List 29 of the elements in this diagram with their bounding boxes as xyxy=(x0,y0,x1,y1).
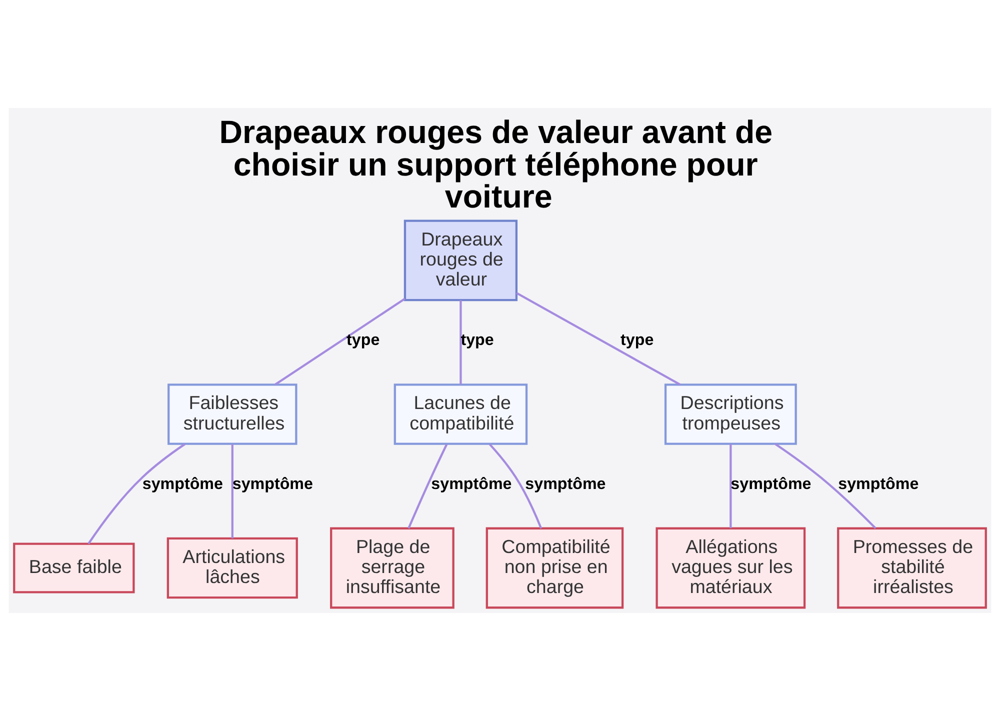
node-box: Base faible xyxy=(13,542,135,593)
connector xyxy=(774,442,876,528)
diagram-title: Drapeaux rouges de valeur avant de choisir un support téléphone pour voiture xyxy=(219,114,773,214)
connector xyxy=(460,300,462,384)
edge-label: symptôme xyxy=(525,474,606,492)
connector xyxy=(231,443,234,538)
node-box: Descriptions trompeuses xyxy=(664,383,797,444)
connector xyxy=(274,297,406,385)
node-box: Promesses de stabilité irréalistes xyxy=(837,526,987,608)
edge-label: type xyxy=(346,330,380,349)
connector xyxy=(730,443,732,528)
node-box: Plage de serrage insuffisante xyxy=(330,526,454,608)
edge-label: symptôme xyxy=(838,474,919,492)
edge-label: symptôme xyxy=(431,474,512,492)
node-box: Articulations lâches xyxy=(166,536,298,598)
node-box: Faiblesses structurelles xyxy=(168,383,298,444)
edge-label: symptôme xyxy=(142,474,223,492)
node-box: Lacunes de compatibilité xyxy=(394,383,528,444)
edge-label: symptôme xyxy=(730,474,812,492)
connector xyxy=(488,442,542,528)
edge-label: type xyxy=(460,330,494,349)
connector xyxy=(88,442,186,544)
connector xyxy=(408,443,448,528)
node-box: Drapeaux rouges de valeur xyxy=(404,219,518,301)
node-box: Allégations vagues sur les matériaux xyxy=(656,526,806,608)
edge-label: symptôme xyxy=(232,474,313,492)
node-box: Compatibilité non prise en charge xyxy=(486,526,624,608)
edge-label: type xyxy=(620,330,654,349)
connector xyxy=(516,292,681,386)
